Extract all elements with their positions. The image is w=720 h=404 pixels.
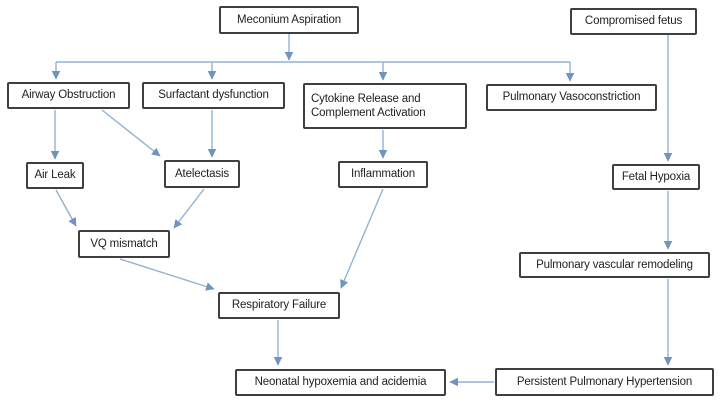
node-meconium-aspiration: Meconium Aspiration [219, 6, 359, 34]
edge-atelectasis-to-vq [173, 188, 205, 229]
node-persistent-pulmonary-hypertension: Persistent Pulmonary Hypertension [495, 368, 714, 396]
edge-inflammation-to-respiratory-failure [340, 188, 384, 289]
node-surfactant-dysfunction: Surfactant dysfunction [142, 82, 285, 109]
node-fetal-hypoxia: Fetal Hypoxia [612, 164, 700, 190]
node-vq-mismatch: VQ mismatch [78, 230, 170, 258]
node-compromised-fetus: Compromised fetus [570, 8, 697, 35]
edge-air-leak-to-vq [55, 189, 77, 227]
node-pulmonary-vascular-remodeling: Pulmonary vascular remodeling [519, 252, 710, 278]
node-atelectasis: Atelectasis [164, 160, 240, 188]
node-inflammation: Inflammation [338, 161, 428, 188]
node-neonatal-hypoxemia: Neonatal hypoxemia and acidemia [235, 369, 446, 396]
node-respiratory-failure: Respiratory Failure [218, 292, 340, 319]
node-airway-obstruction: Airway Obstruction [7, 82, 130, 109]
node-pulmonary-vasoconstriction: Pulmonary Vasoconstriction [486, 84, 657, 111]
node-air-leak: Air Leak [26, 162, 84, 189]
node-cytokine-release: Cytokine Release and Complement Activati… [303, 83, 467, 129]
edge-vq-to-respiratory-failure [119, 258, 215, 291]
edge-airway-to-atelectasis [101, 109, 161, 157]
